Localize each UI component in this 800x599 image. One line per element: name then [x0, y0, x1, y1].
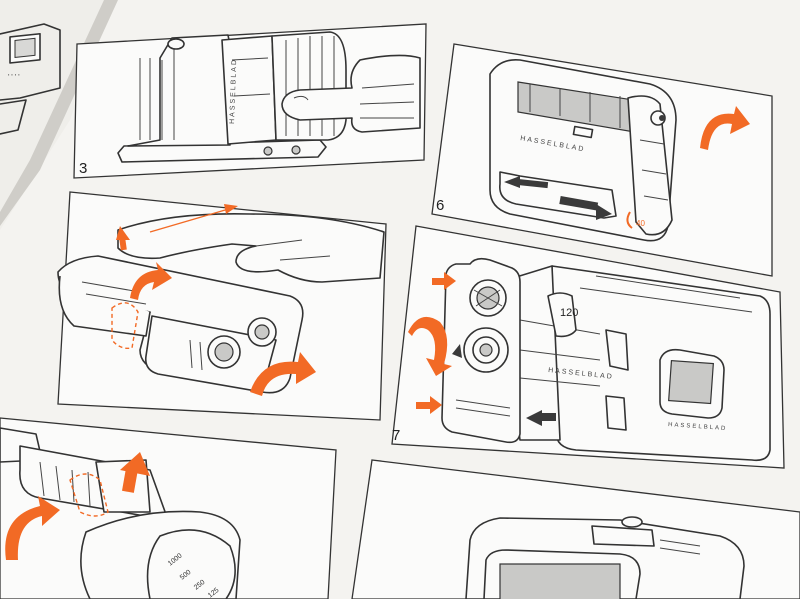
film-insert-drawing: HASSELBLAD: [117, 31, 421, 163]
panel-7: HASSELBLAD 120 HASSELBLAD: [391, 225, 785, 469]
panel-3: HASSELBLAD 3: [73, 23, 427, 179]
panel-6-number: 6: [436, 197, 444, 214]
panel-spool-rotate-arrow: [5, 496, 60, 560]
left-page-brand: ▪▪▪▪: [8, 72, 22, 77]
panel-spool: 1000 500 250 125: [0, 417, 337, 599]
camera-top-drawing: [465, 516, 745, 599]
film-insert-drawing-b: [57, 213, 385, 394]
panel-6-film-mark: 40: [636, 219, 645, 228]
panel-camera-top: [351, 459, 800, 599]
camera-badge: HASSELBLAD: [668, 422, 728, 432]
panel-7-film-label: 120: [560, 307, 578, 319]
left-page-illustration: ▪▪▪▪: [0, 23, 61, 135]
panel-pull-line: [149, 207, 233, 233]
film-insert-drawing-6: HASSELBLAD 40: [489, 58, 677, 242]
panel-loading: [57, 191, 387, 421]
panel-6-rotate-arrow: [700, 106, 750, 150]
panel-6: HASSELBLAD 40 6: [431, 43, 773, 277]
panel-7-black-arrow: [526, 410, 542, 426]
panel-3-brand: HASSELBLAD: [229, 58, 238, 124]
panel-7-orange-arrows: [408, 272, 456, 414]
panel-3-number: 3: [79, 160, 87, 177]
spool-drawing: 1000 500 250 125: [0, 427, 241, 599]
panel-7-number: 7: [392, 427, 400, 444]
camera-body-drawing: HASSELBLAD 120 HASSELBLAD: [441, 257, 771, 462]
